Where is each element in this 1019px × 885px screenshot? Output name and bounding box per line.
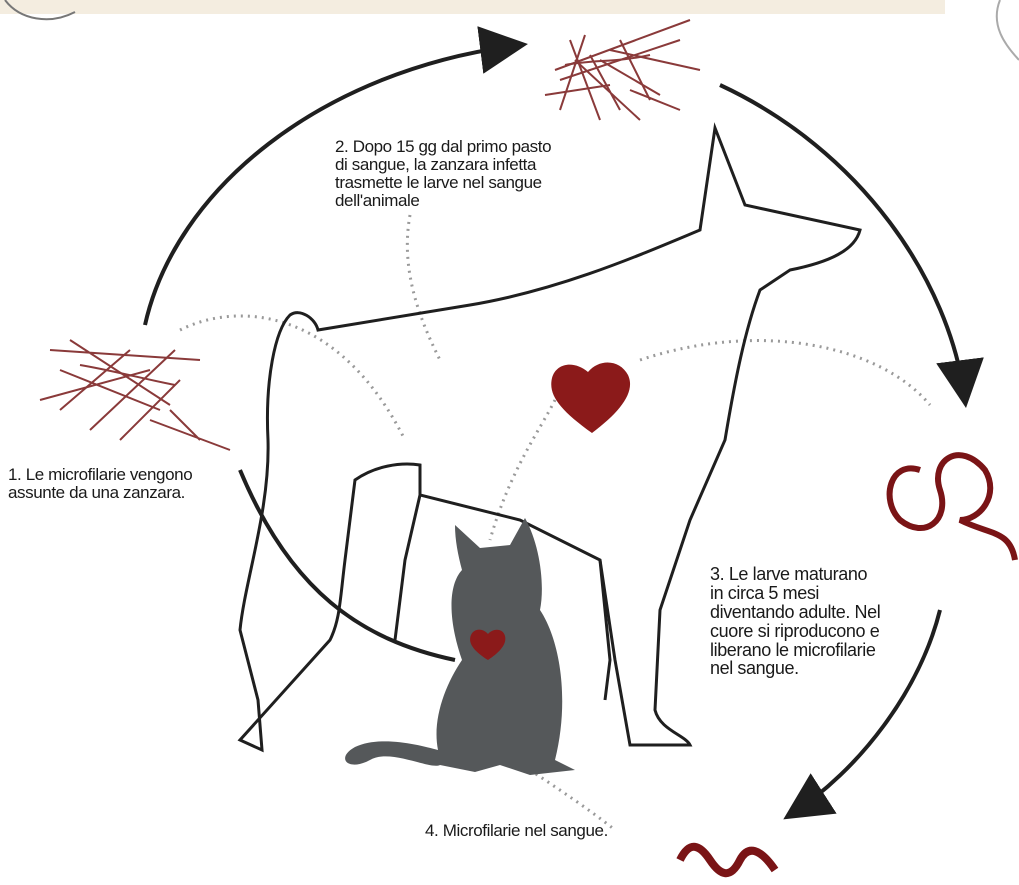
heart-icon [551,363,630,433]
worm-icon-adult [890,455,1015,560]
cycle-arrow-2-to-3 [720,85,965,400]
step-3-label: 3. Le larve maturano in circa 5 mesi div… [710,565,900,678]
cycle-arrow-4-to-1 [240,470,455,660]
cat-silhouette [345,518,575,775]
step-4-label: 4. Microfilarie nel sangue. [425,822,665,840]
step-1-label: 1. Le microfilarie vengono assunte da un… [8,466,258,502]
mosquito-icon-top [545,20,700,120]
mosquito-icon-left [40,340,230,450]
corner-curl-right [997,0,1019,60]
step-2-label: 2. Dopo 15 gg dal primo pasto di sangue,… [335,138,595,209]
worm-icon-microfilaria [680,847,775,873]
corner-curl-left [5,0,75,19]
